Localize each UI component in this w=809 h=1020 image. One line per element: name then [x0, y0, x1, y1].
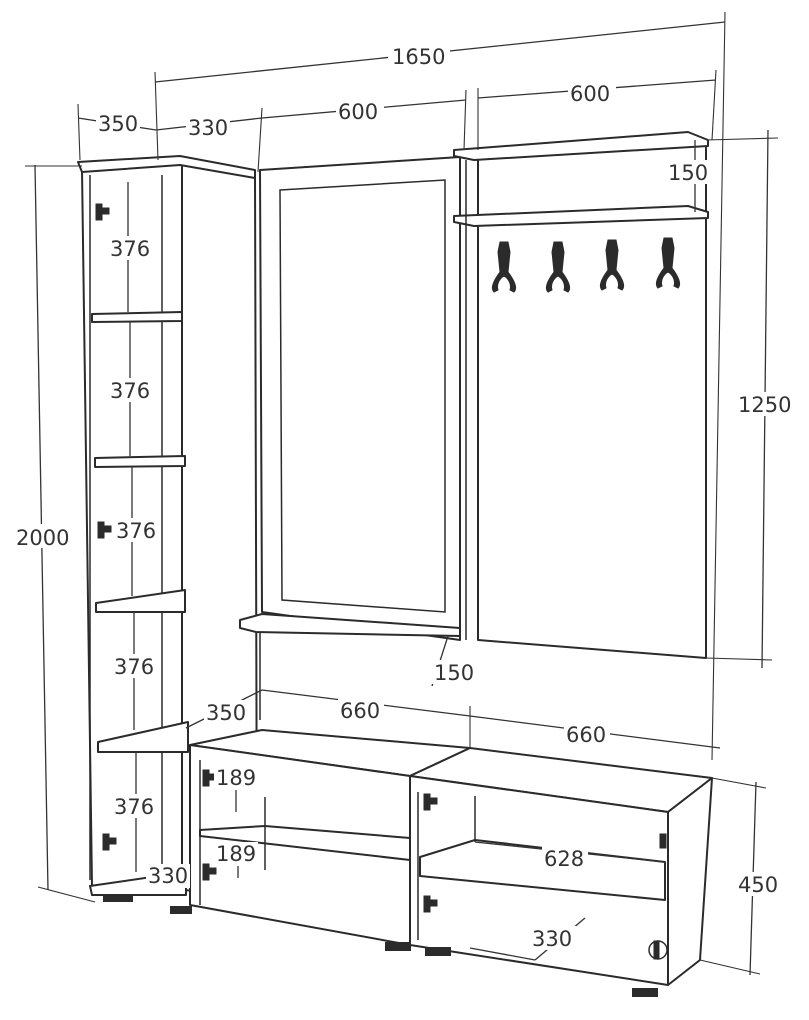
- label-tall-depth: 350: [98, 112, 138, 136]
- dim-bench-bottom-line: [469, 947, 536, 961]
- label-hanger-height: 1250: [738, 393, 791, 417]
- dim-extension: [37, 886, 96, 903]
- hinge-icon: [95, 203, 110, 221]
- label-shelf-gap: 150: [668, 161, 708, 185]
- coat-hook-icon: [491, 241, 517, 293]
- label-shelf-376: 376: [110, 379, 150, 403]
- tall-cabinet-foot-right: [170, 906, 192, 914]
- label-shelf-376: 376: [114, 655, 154, 679]
- bench-left: [189, 729, 471, 951]
- label-bench-bottom-depth: 330: [532, 927, 572, 951]
- knob-icon: [648, 940, 668, 960]
- dim-extension: [77, 103, 81, 161]
- dim-extension: [705, 657, 773, 661]
- hat-shelf-lower: [453, 205, 709, 227]
- label-bench-left-width: 660: [340, 699, 380, 723]
- mirror-glass: [279, 179, 446, 613]
- bench-right-foot-right: [632, 988, 658, 997]
- bench-right-foot-left: [425, 947, 451, 956]
- hinge-icon: [659, 833, 667, 849]
- shelf-1: [91, 311, 183, 323]
- label-bench-depth: 350: [206, 701, 246, 725]
- label-total-width: 1650: [392, 45, 445, 69]
- dim-extension: [711, 777, 767, 789]
- label-mirror-width: 600: [338, 100, 378, 124]
- shelf-4: [97, 721, 189, 753]
- hinge-icon: [423, 793, 438, 811]
- mirror-shelf: [239, 613, 461, 637]
- hinge-icon: [97, 521, 112, 539]
- label-bench-right-width: 660: [566, 723, 606, 747]
- bench-right-side: [667, 777, 713, 986]
- label-tall-width: 330: [188, 116, 228, 140]
- label-shelf-376: 376: [110, 237, 150, 261]
- label-tall-bottom-depth: 330: [148, 864, 188, 888]
- tall-cabinet-top: [77, 155, 256, 179]
- dim-extension: [711, 69, 717, 141]
- dim-extension: [705, 137, 779, 141]
- dim-extension: [463, 89, 467, 151]
- hat-shelf-top: [453, 131, 709, 161]
- coat-hook-icon: [655, 237, 681, 289]
- label-total-height: 2000: [16, 526, 69, 550]
- label-cell-189: 189: [216, 766, 256, 790]
- hinge-icon: [423, 895, 438, 913]
- mirror-frame: [259, 156, 461, 641]
- label-shelf-376: 376: [116, 519, 156, 543]
- hanger-panel: [453, 131, 709, 659]
- bench-right: [409, 747, 713, 997]
- bench-left-foot: [385, 942, 411, 951]
- coat-hook-icon: [545, 241, 571, 293]
- label-bench-height: 450: [738, 873, 778, 897]
- dim-extension: [711, 11, 726, 761]
- label-hanger-width: 600: [570, 82, 610, 106]
- label-bench-inner: 628: [544, 847, 584, 871]
- dimension-labels: 1650 350 330 600 600 150 2000 1250 376 3…: [14, 42, 798, 951]
- dim-extension: [154, 71, 159, 161]
- label-mirror-shelf: 150: [434, 661, 474, 685]
- label-cell-189: 189: [216, 842, 256, 866]
- dim-extension: [699, 959, 761, 975]
- shelf-3: [95, 589, 186, 613]
- tall-cabinet-foot-left: [103, 894, 133, 902]
- hinge-icon: [102, 833, 117, 851]
- mirror-panel: [239, 156, 461, 720]
- label-shelf-376: 376: [114, 795, 154, 819]
- hinge-icon: [202, 863, 217, 881]
- shelf-2: [94, 455, 186, 468]
- coat-hook-icon: [599, 239, 625, 291]
- dim-extension: [257, 107, 263, 173]
